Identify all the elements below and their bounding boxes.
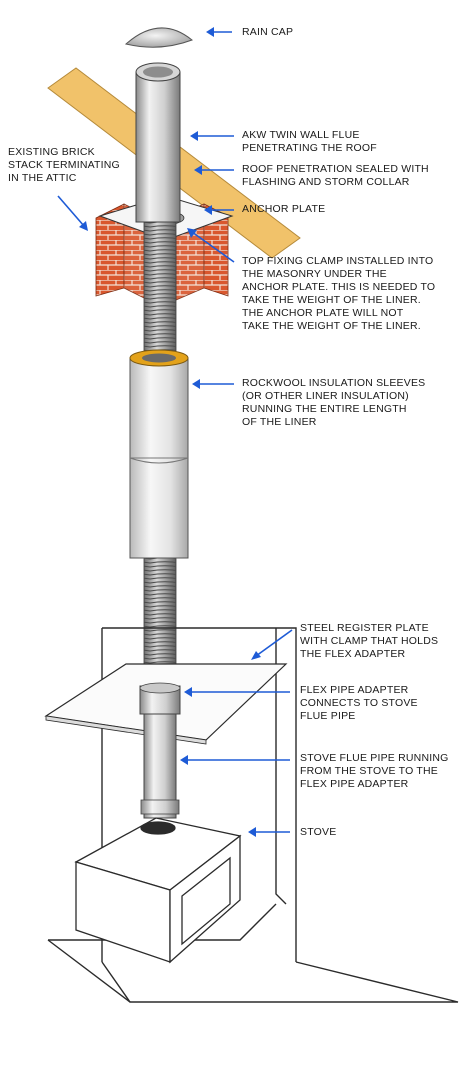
label-roof-penetration: ROOF PENETRATION SEALED WITH FLASHING AN… <box>242 163 429 188</box>
stove <box>74 817 242 964</box>
label-flex-pipe-adapter: FLEX PIPE ADAPTER CONNECTS TO STOVE FLUE… <box>300 684 418 722</box>
label-stove: STOVE <box>300 826 337 838</box>
insulation-sleeves <box>129 349 189 559</box>
label-rockwool-insulation: ROCKWOOL INSULATION SLEEVES (OR OTHER LI… <box>242 377 426 428</box>
flex-adapter-and-flue <box>139 682 181 819</box>
label-steel-register-plate: STEEL REGISTER PLATE WITH CLAMP THAT HOL… <box>300 622 439 660</box>
label-existing-brick-stack: EXISTING BRICK STACK TERMINATING IN THE … <box>8 146 120 184</box>
label-anchor-plate: ANCHOR PLATE <box>242 203 326 215</box>
twin-wall-flue <box>135 62 181 223</box>
label-stove-flue-pipe: STOVE FLUE PIPE RUNNING FROM THE STOVE T… <box>300 752 449 790</box>
label-twin-wall-flue: AKW TWIN WALL FLUE PENETRATING THE ROOF <box>242 129 377 154</box>
annotation-arrows <box>57 27 293 837</box>
label-top-fixing-clamp: TOP FIXING CLAMP INSTALLED INTO THE MASO… <box>242 255 436 332</box>
label-rain-cap: RAIN CAP <box>242 26 294 38</box>
rain-cap <box>124 27 193 48</box>
